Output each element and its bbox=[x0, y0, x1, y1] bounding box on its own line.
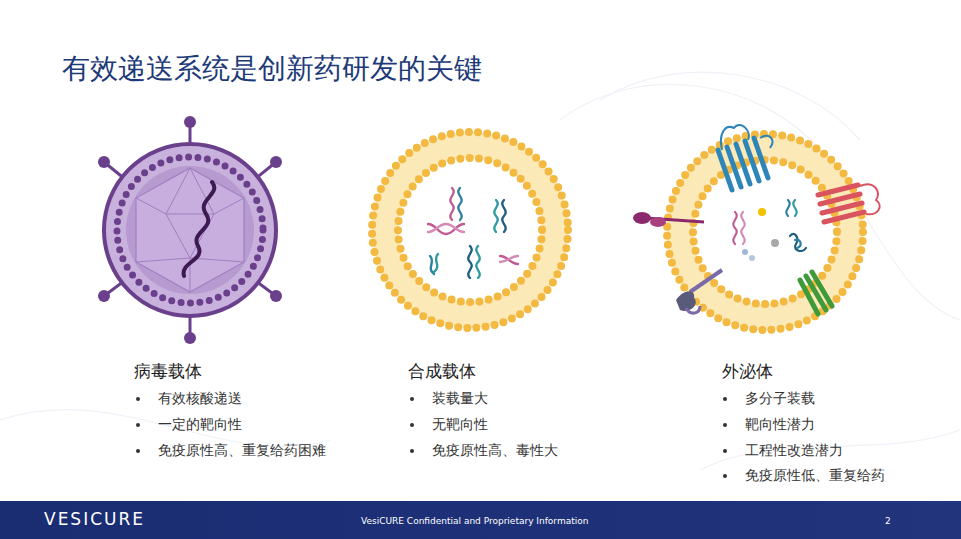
virus-illustration bbox=[98, 116, 282, 344]
column-heading: 合成载体 bbox=[408, 360, 476, 383]
bullet-dot bbox=[723, 474, 727, 478]
page-number: 2 bbox=[885, 516, 891, 526]
column-heading: 病毒载体 bbox=[134, 360, 202, 383]
bullet-text: 免疫原性低、重复给药 bbox=[745, 467, 885, 485]
bullet-text: 有效核酸递送 bbox=[158, 390, 242, 408]
exosome-illustration bbox=[633, 125, 880, 330]
footer-note: VesiCURE Confidential and Proprietary In… bbox=[361, 516, 588, 526]
bullet-text: 免疫原性高、重复给药困难 bbox=[158, 442, 326, 460]
bullet-text: 装载量大 bbox=[432, 390, 488, 408]
bullet-text: 一定的靶向性 bbox=[158, 416, 242, 434]
bullet-dot bbox=[410, 449, 414, 453]
column-heading: 外泌体 bbox=[722, 360, 773, 383]
bullet-text: 工程性改造潜力 bbox=[745, 442, 843, 460]
bullet-dot bbox=[136, 397, 140, 401]
bullet-dot bbox=[723, 397, 727, 401]
footer-bar bbox=[0, 501, 961, 539]
liposome-illustration bbox=[372, 132, 568, 328]
bullet-text: 无靶向性 bbox=[432, 416, 488, 434]
bullet-dot bbox=[723, 449, 727, 453]
bullet-dot bbox=[723, 423, 727, 427]
slide-title: 有效递送系统是创新药研发的关键 bbox=[62, 50, 482, 88]
bg-swirl bbox=[0, 72, 960, 470]
bullet-text: 免疫原性高、毒性大 bbox=[432, 442, 558, 460]
bullet-dot bbox=[136, 423, 140, 427]
bullet-text: 靶向性潜力 bbox=[745, 416, 815, 434]
bullet-text: 多分子装载 bbox=[745, 390, 815, 408]
bullet-dot bbox=[410, 397, 414, 401]
bullet-dot bbox=[136, 449, 140, 453]
footer-logo: VESICURE bbox=[44, 509, 145, 529]
bullet-dot bbox=[410, 423, 414, 427]
